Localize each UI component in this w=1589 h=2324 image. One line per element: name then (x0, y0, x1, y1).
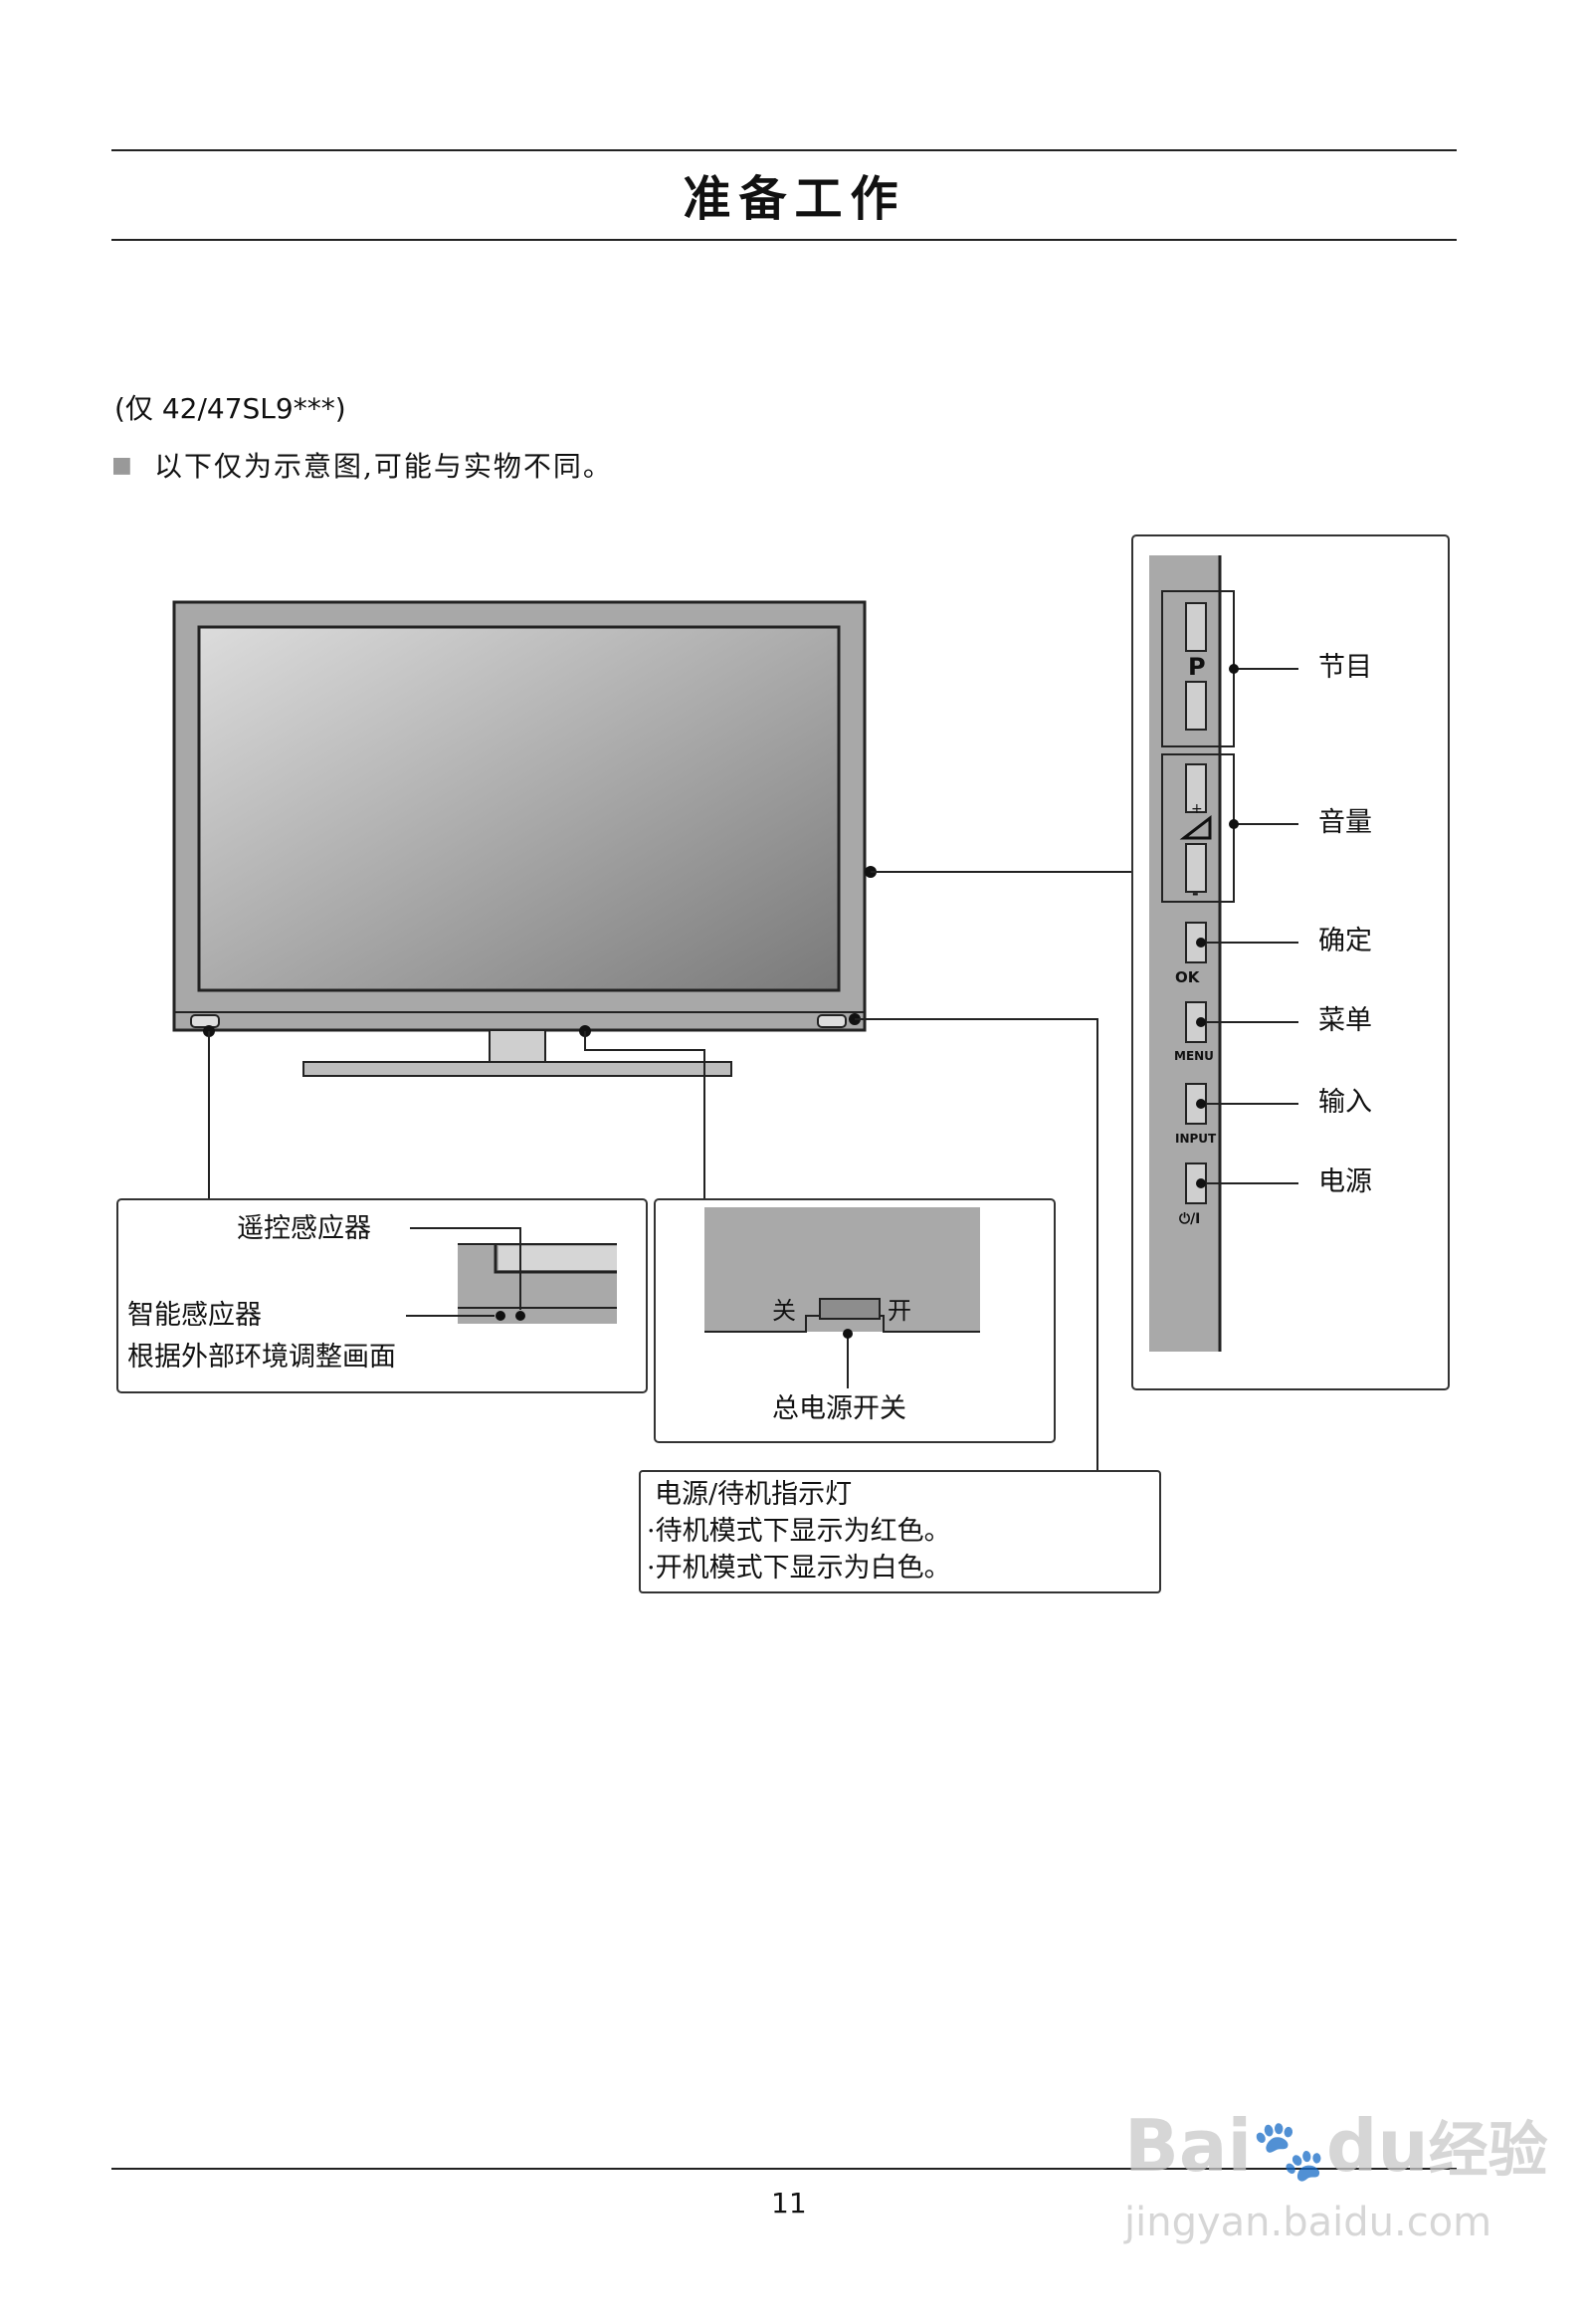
power-mark: ⏻/I (1179, 1211, 1201, 1227)
page-title: 准备工作 (683, 171, 906, 227)
smart-sensor-desc: 根据外部环境调整画面 (127, 1342, 396, 1373)
volume-plus-mark: + (1191, 801, 1203, 817)
watermark-url: jingyan.baidu.com (1124, 2200, 1492, 2245)
smart-sensor-dot (496, 1311, 505, 1321)
label-input: 输入 (1318, 1087, 1372, 1118)
label-menu: 菜单 (1318, 1005, 1372, 1036)
input-mark: INPUT (1175, 1132, 1217, 1146)
program-up-button (1185, 602, 1207, 652)
program-symbol: P (1188, 653, 1206, 681)
model-note: (仅 42/47SL9***) (114, 392, 346, 425)
watermark-logo: Bai🐾du经验 (1124, 2104, 1548, 2188)
header-rule-bottom (111, 239, 1457, 241)
label-ok: 确定 (1318, 926, 1372, 956)
indicator-title: 电源/待机指示灯 (655, 1479, 853, 1510)
tv-set (172, 600, 867, 1077)
switch-on-label: 开 (888, 1297, 911, 1325)
remote-sensor-label: 遥控感应器 (237, 1213, 371, 1244)
main-power-switch (819, 1298, 881, 1320)
page-number: 11 (771, 2187, 807, 2219)
switch-off-label: 关 (772, 1297, 796, 1325)
switch-caption: 总电源开关 (772, 1393, 906, 1424)
indicator-box (639, 1470, 1161, 1593)
indicator-line1: ·待机模式下显示为红色。 (647, 1516, 951, 1547)
program-down-button (1185, 681, 1207, 731)
smart-sensor-label: 智能感应器 (127, 1300, 262, 1331)
label-volume: 音量 (1318, 807, 1372, 838)
indicator-line2: ·开机模式下显示为白色。 (647, 1553, 951, 1584)
note-text: 以下仅为示意图,可能与实物不同。 (154, 450, 613, 483)
volume-down-button (1185, 843, 1207, 893)
volume-up-button (1185, 763, 1207, 813)
volume-triangle-icon (1179, 814, 1212, 840)
menu-mark: MENU (1174, 1049, 1214, 1063)
label-program: 节目 (1318, 652, 1372, 683)
remote-sensor-dot (515, 1311, 525, 1321)
header-rule-top (111, 149, 1457, 151)
paw-icon: 🐾 (1252, 2116, 1326, 2186)
note-bullet: ■ (111, 453, 132, 478)
label-power: 电源 (1318, 1166, 1372, 1197)
ok-mark: OK (1175, 968, 1200, 986)
volume-minus-mark: - (1192, 884, 1199, 903)
